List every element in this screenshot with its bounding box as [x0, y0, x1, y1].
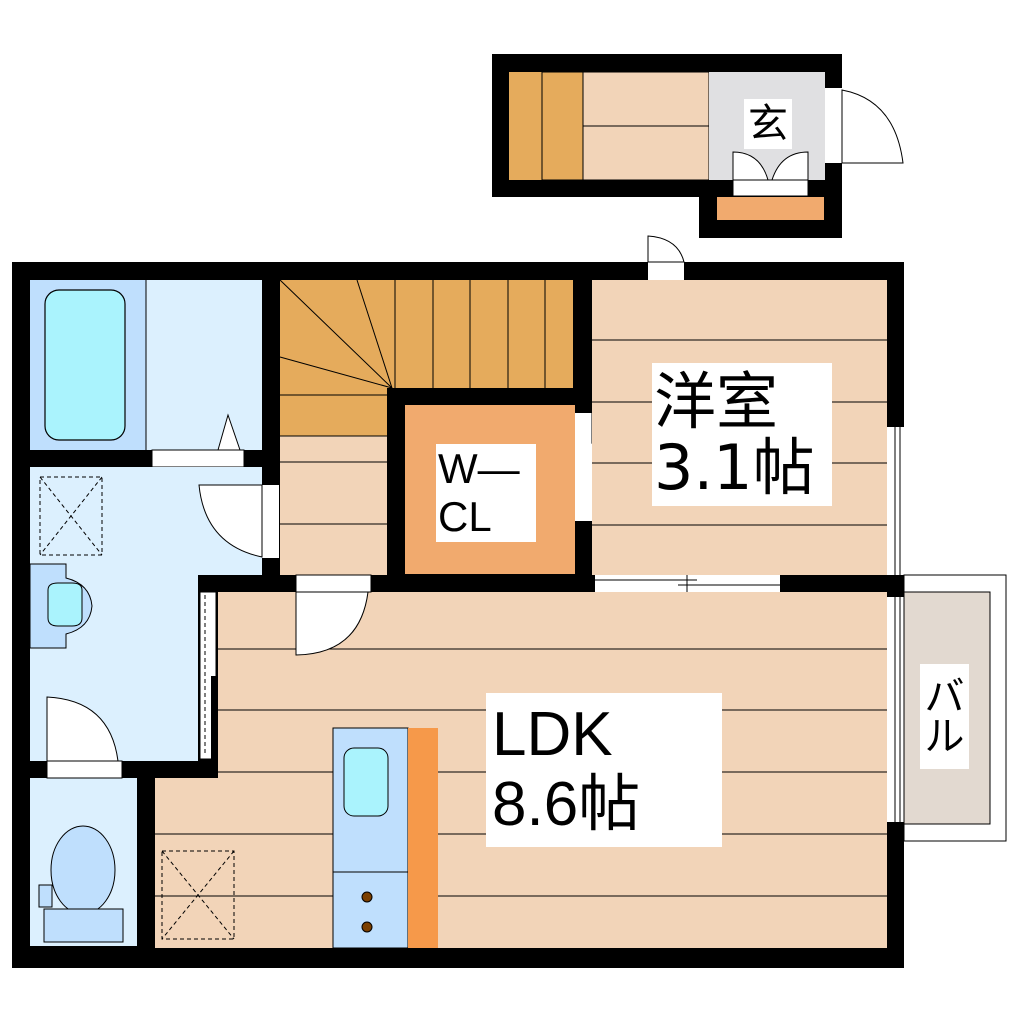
closet-label: W— CL [436, 444, 536, 542]
western-room-size: 3.1帖 [654, 430, 815, 504]
front-door [841, 89, 904, 164]
entrance-label: 玄 [744, 99, 792, 149]
shoe-cabinet [717, 197, 824, 220]
washer-space [39, 476, 103, 556]
fridge-space [161, 850, 235, 940]
stove-knob [361, 891, 373, 903]
ldk-size: 8.6帖 [492, 770, 641, 839]
western-room-label: 洋室 3.1帖 [652, 363, 832, 506]
toilet [30, 696, 137, 946]
bathtub [44, 289, 126, 441]
staircase [279, 279, 573, 575]
entrance-block [492, 54, 904, 238]
ldk-label: LDK 8.6帖 [486, 693, 722, 847]
western-room [592, 235, 904, 592]
stove-knob [361, 921, 373, 933]
ldk-name: LDK [492, 700, 613, 769]
kitchen-sink [343, 747, 389, 817]
western-room-name: 洋室 [654, 364, 779, 438]
balcony-label: バ ル [920, 664, 969, 769]
bathroom [30, 280, 262, 468]
ldk [155, 574, 904, 949]
toilet-bowl [50, 825, 116, 915]
